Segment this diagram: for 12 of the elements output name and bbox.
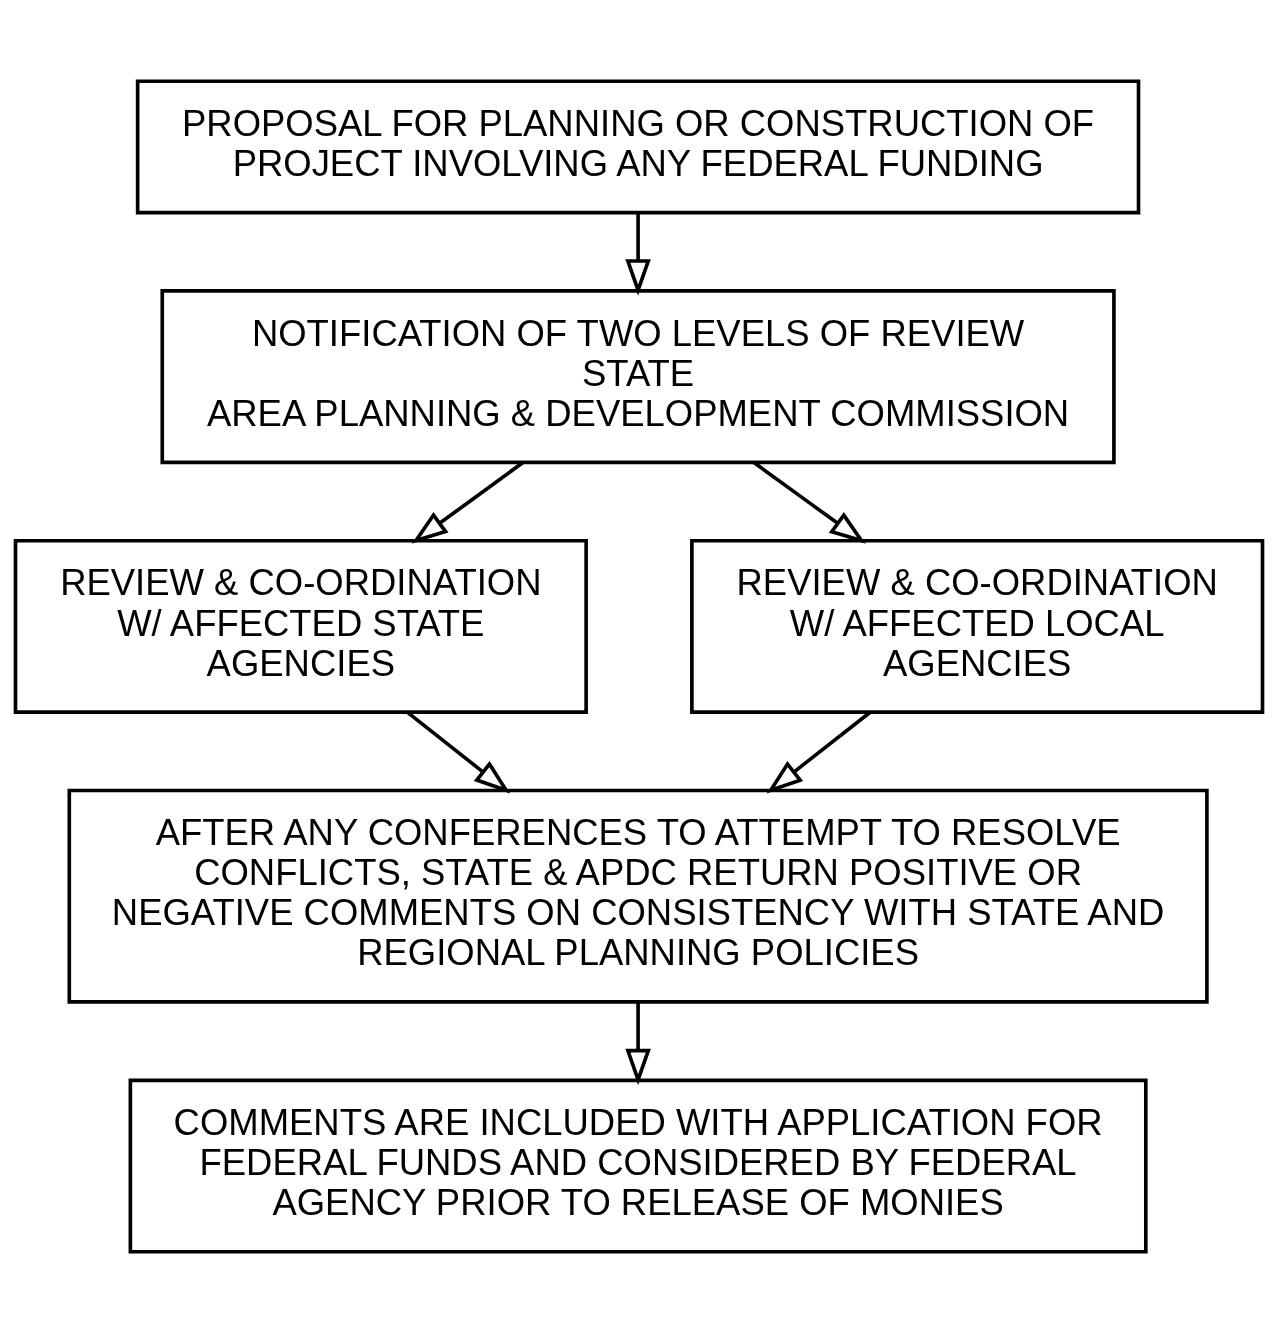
node-box: AFTER ANY CONFERENCES TO ATTEMPT TO RESOLVE CONFLICTS, STATE & APDC RETURN POSITIVE OR NEGATIVE COMMENTS ON CONSISTENCY WITH STATE AND REGIONAL PLANNING POLICIES <box>67 788 1209 1004</box>
arrow <box>766 711 871 794</box>
arrow <box>625 212 651 296</box>
arrow <box>625 1002 651 1086</box>
node-box: REVIEW & CO-ORDINATION W/ AFFECTED STATE AGENCIES <box>13 538 588 714</box>
arrow <box>411 461 525 544</box>
arrow <box>752 461 866 544</box>
arrow <box>406 711 511 794</box>
node-box: REVIEW & CO-ORDINATION W/ AFFECTED LOCAL AGENCIES <box>690 538 1265 714</box>
node-box: PROPOSAL FOR PLANNING OR CONSTRUCTION OF PROJECT INVOLVING ANY FEDERAL FUNDING <box>135 79 1141 215</box>
node-box: COMMENTS ARE INCLUDED WITH APPLICATION FOR FEDERAL FUNDS AND CONSIDERED BY FEDERAL AGENCY PRIOR TO RELEASE OF MONIES <box>128 1078 1148 1254</box>
node-box: NOTIFICATION OF TWO LEVELS OF REVIEW STATE AREA PLANNING & DEVELOPMENT COMMISSION <box>160 289 1116 465</box>
